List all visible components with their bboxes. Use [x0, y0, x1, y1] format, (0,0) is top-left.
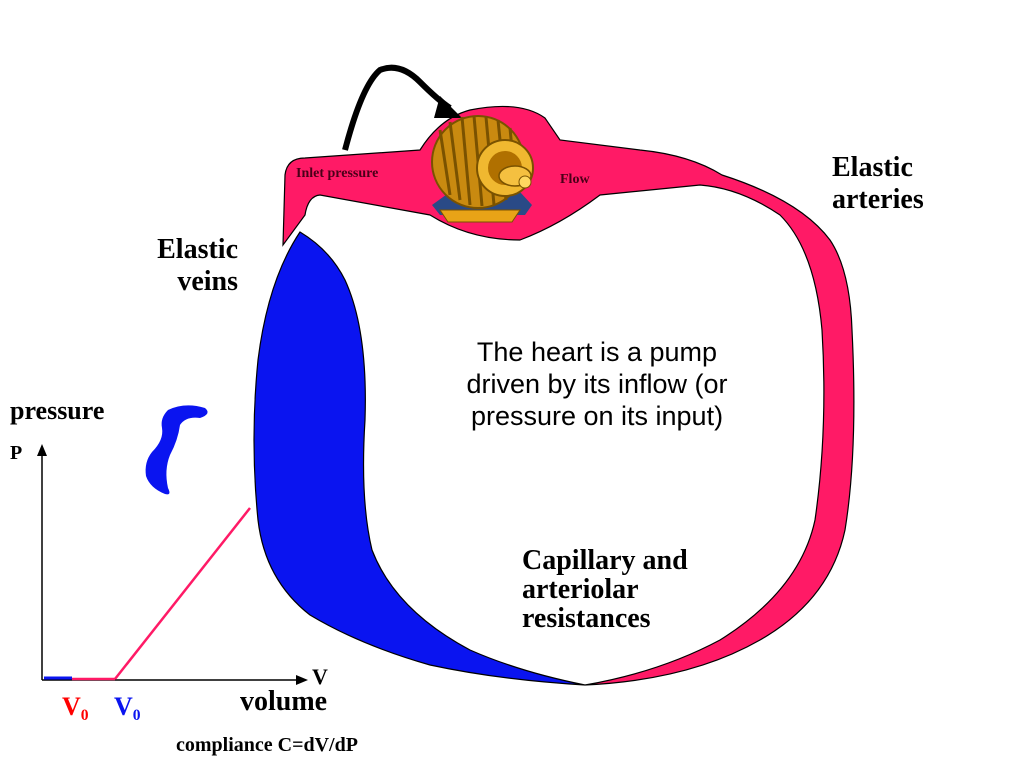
p-axis-label: P	[10, 442, 23, 464]
elastic-arteries-label: Elastic arteries	[832, 152, 924, 215]
heart-statement: The heart is a pump driven by its inflow…	[466, 337, 728, 431]
v0-red-label: V0	[62, 692, 89, 725]
curved-arrow-icon	[342, 64, 452, 151]
pv-graph	[37, 444, 308, 685]
v0-red-letter: V	[62, 692, 81, 721]
vein-tube	[253, 231, 586, 686]
v0-blue-label: V0	[114, 692, 141, 725]
inlet-pressure-label: Inlet pressure	[296, 166, 379, 181]
v0-blue-letter: V	[114, 692, 133, 721]
volume-label: volume	[240, 686, 328, 717]
elastic-veins-label: Elastic veins	[157, 234, 238, 297]
compliance-line	[114, 507, 251, 680]
x-axis-arrow	[296, 675, 308, 685]
motor-pump-icon	[431, 115, 534, 223]
pressure-label: pressure	[10, 396, 105, 425]
artery-tube	[282, 105, 855, 686]
arrow-head	[434, 96, 462, 118]
v-axis-label: V	[312, 664, 328, 689]
v0-red-sub: 0	[80, 707, 89, 725]
vein-segment-icon	[145, 405, 208, 495]
flow-label: Flow	[560, 172, 590, 187]
capillary-label: Capillary and arteriolar resistances	[522, 545, 688, 634]
compliance-label: compliance C=dV/dP	[176, 734, 358, 756]
v0-blue-sub: 0	[132, 707, 141, 725]
y-axis-arrow	[37, 444, 47, 456]
